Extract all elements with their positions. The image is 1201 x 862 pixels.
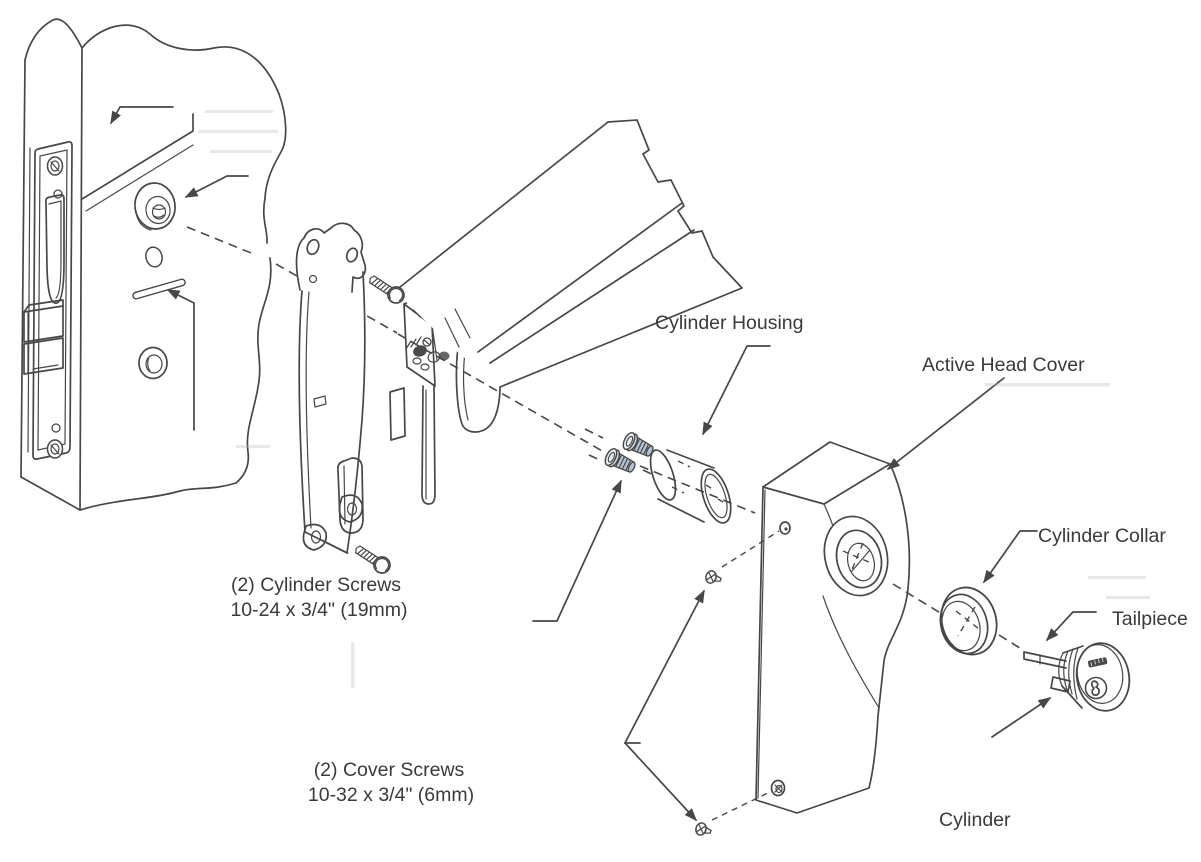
bracket-slot — [313, 395, 327, 408]
centerline-door-to-chassis — [186, 226, 398, 334]
arrow-prep-slot — [166, 289, 195, 431]
cylinder-part — [1023, 642, 1131, 712]
small-oval-hole — [145, 246, 163, 268]
centerline-housing-to-cover — [639, 465, 756, 514]
leader-cover-screw-top — [624, 589, 705, 744]
cover-screws-small — [693, 530, 780, 839]
bracket-screw-pointer — [321, 539, 349, 554]
prep-slot — [132, 278, 186, 300]
prep-recess-edge — [81, 113, 194, 200]
leader-active-head-cover — [886, 377, 1005, 470]
cylinder-collar-part — [939, 586, 998, 656]
bracket-screw-bottom — [353, 544, 391, 574]
label-active-head-cover: Active Head Cover — [922, 354, 1085, 376]
bracket-ear-hole-right — [345, 247, 359, 263]
mortise-faceplate — [23, 140, 73, 461]
bracket-plate-right-edge — [346, 271, 366, 554]
cover-screw-bottom-centerline — [711, 790, 773, 821]
mounting-bracket — [295, 222, 406, 554]
faceplate-hole-small-bottom — [51, 423, 61, 433]
leader-lines — [532, 345, 1097, 822]
cylinder-keyway — [1084, 676, 1108, 700]
cylinder-housing-part — [649, 449, 732, 524]
leader-cylinder — [991, 697, 1052, 738]
bracket-ear-hole-left — [306, 238, 320, 256]
bracket-window — [389, 387, 406, 441]
active-head-cover-part — [755, 441, 911, 814]
centerline-collar-to-tailpiece — [998, 634, 1024, 651]
latchbolt — [44, 193, 65, 304]
label-cylinder-housing: Cylinder Housing — [655, 312, 804, 334]
arrow-cylinder-hole — [184, 175, 249, 198]
arrow-door-top — [110, 106, 174, 125]
cover-top-face — [762, 463, 891, 505]
leader-cylinder-housing — [702, 345, 771, 436]
door-left-edge — [20, 59, 26, 478]
label-cylinder-screws-line1: (2) Cylinder Screws — [231, 574, 401, 596]
label-cylinder-collar: Cylinder Collar — [1038, 525, 1166, 547]
cover-hole-top — [779, 521, 791, 535]
bracket-screw-top — [367, 274, 405, 304]
bracket-ear — [295, 222, 367, 293]
centerline-main — [397, 333, 605, 453]
push-bar-ridge-2 — [489, 229, 695, 364]
label-cover-screws-line2: 10-32 x 3/4" (6mm) — [308, 784, 474, 806]
push-bar-bottom-edge — [499, 287, 743, 388]
centerline-cover-to-collar — [892, 583, 948, 618]
leader-cylinder-screws — [532, 479, 622, 622]
push-bar-ridge-1 — [477, 202, 683, 353]
lower-round-hole — [138, 346, 168, 380]
door-torn-top — [24, 18, 280, 95]
cover-screw-top-centerline — [721, 530, 780, 568]
bracket-plate-left-edge — [298, 290, 306, 533]
push-bar-torn-end — [607, 119, 743, 289]
cover-hole-bottom — [770, 779, 786, 797]
cover-cylinder-opening — [823, 515, 889, 597]
label-cylinder: Cylinder — [939, 809, 1011, 831]
labels: Cylinder Housing Active Head Cover Cylin… — [230, 312, 1187, 831]
door-torn-right-lower — [235, 257, 272, 484]
scan-artifacts — [198, 110, 1150, 688]
leader-cylinder-collar — [983, 530, 1038, 584]
chassis-slide-rod — [421, 385, 436, 505]
leader-cover-screw-bottom — [624, 742, 698, 822]
cover-screw-top — [703, 568, 724, 587]
door-torn-right-upper — [262, 93, 287, 244]
bracket-strap — [337, 457, 364, 534]
push-bar — [394, 119, 743, 388]
cylinder-threads — [1058, 645, 1084, 709]
label-cylinder-screws-line2: 10-24 x 3/4" (19mm) — [230, 599, 407, 621]
cover-screw-bottom — [693, 820, 714, 839]
label-cover-screws-line1: (2) Cover Screws — [314, 759, 465, 781]
door-prep-features — [81, 113, 194, 380]
door-corner — [20, 18, 287, 511]
chassis-cam — [413, 345, 427, 357]
deadbolt — [23, 299, 64, 375]
push-bar-top-edge — [394, 121, 609, 292]
cover-silhouette — [755, 441, 911, 814]
bracket-ear-hole-small — [308, 274, 318, 284]
leader-tailpiece — [1045, 611, 1097, 642]
cover-dome-contour — [822, 595, 880, 709]
label-tailpiece: Tailpiece — [1112, 608, 1188, 630]
bracket-tab-lower — [302, 523, 328, 551]
door-front-corner-fold — [79, 47, 83, 511]
cylinder-hole — [134, 182, 176, 231]
cylinder-screw-2 — [602, 446, 639, 478]
door-torn-bottom — [20, 476, 237, 511]
